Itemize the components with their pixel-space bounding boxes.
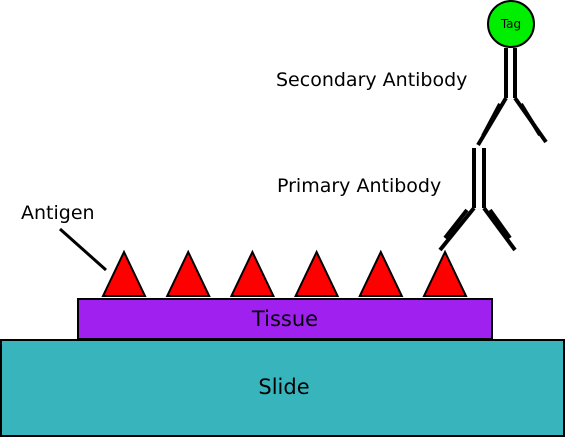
antigen-triangle	[101, 249, 147, 297]
primary-antibody-label: Primary Antibody	[277, 175, 441, 197]
secondary-antibody	[476, 48, 548, 147]
tag-circle	[487, 0, 535, 48]
antigen-triangle	[165, 249, 211, 297]
tissue	[77, 298, 493, 340]
antigen-triangle	[229, 249, 275, 297]
primary-antibody	[438, 148, 517, 252]
antigen-pointer-line	[59, 227, 107, 272]
tissue-label: Tissue	[251, 307, 318, 331]
secondary-antibody-label: Secondary Antibody	[276, 69, 467, 91]
tag-label: Tag	[500, 17, 521, 31]
antigen-label: Antigen	[21, 202, 95, 224]
antigen-triangle	[294, 249, 340, 297]
slide	[0, 339, 565, 437]
antigen-triangle	[358, 249, 404, 297]
antigen-group	[101, 249, 468, 297]
slide-label: Slide	[258, 375, 309, 399]
antigen-triangle	[422, 249, 468, 297]
